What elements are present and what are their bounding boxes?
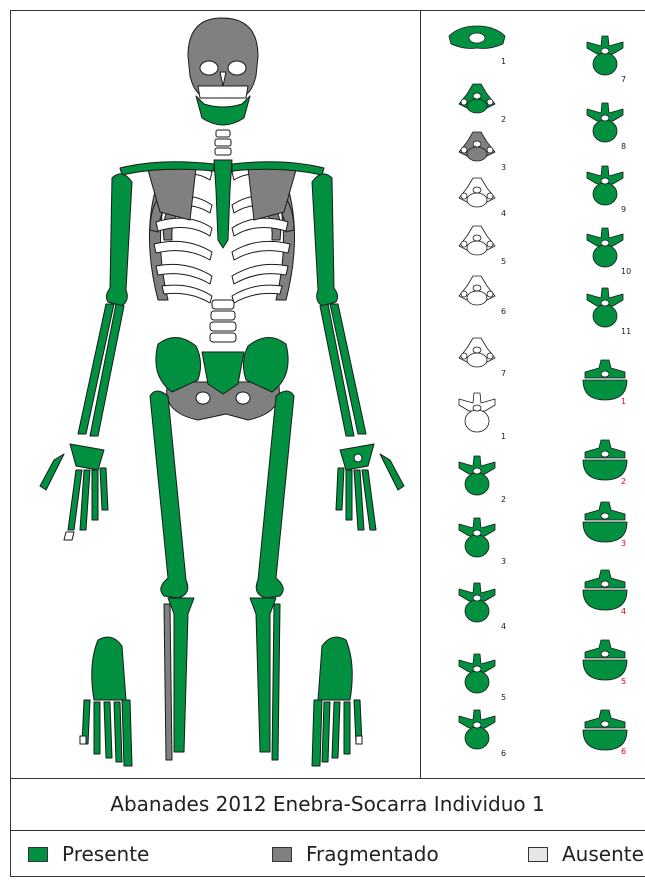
legend-swatch-absent (528, 847, 548, 862)
vertebra-label-col2-3: 9 (621, 205, 626, 214)
vertebra-col2-4 (587, 228, 623, 267)
legend-label-fragment: Fragmentado (306, 842, 439, 866)
mandible (196, 96, 250, 125)
cervical-spine (215, 130, 231, 155)
vertebra-label-col1-11: 4 (501, 622, 506, 631)
legend-item-absent: Ausente (528, 842, 644, 866)
vertebra-col1-9 (459, 456, 495, 495)
vertebra-label-col2-7: 2 (621, 477, 626, 486)
vertebra-label-col2-4: 10 (621, 267, 631, 276)
legend-label-present: Presente (62, 842, 149, 866)
vertebra-label-col1-4: 4 (501, 209, 506, 218)
vertebra-label-col1-6: 6 (501, 307, 506, 316)
vertebra-label-col1-5: 5 (501, 257, 506, 266)
sternum (214, 160, 232, 248)
vertebra-label-col2-2: 8 (621, 142, 626, 151)
vertebra-col1-11 (459, 583, 495, 622)
vertebra-col1-12 (459, 654, 495, 693)
legend-item-present: Presente (28, 842, 149, 866)
vertebra-col2-7 (583, 440, 627, 480)
vertebra-label-col1-9: 2 (501, 495, 506, 504)
figure-title: Abanades 2012 Enebra-Socarra Individuo 1 (110, 792, 544, 816)
vertebra-col2-10 (583, 640, 627, 680)
legend-swatch-present (28, 847, 48, 862)
skull (188, 18, 258, 125)
legend-label-absent: Ausente (562, 842, 644, 866)
foot-left (80, 637, 132, 766)
vertebra-label-col1-8: 1 (501, 432, 506, 441)
vertebra-label-col1-10: 3 (501, 557, 506, 566)
vertebra-col1-2 (459, 84, 495, 113)
vertebra-col2-2 (587, 103, 623, 142)
vertebra-col1-10 (459, 518, 495, 557)
legend-item-fragment: Fragmentado (272, 842, 439, 866)
vertebra-col1-1 (449, 26, 505, 49)
vertebra-label-col1-7: 7 (501, 369, 506, 378)
vertebra-label-col2-5: 11 (621, 327, 631, 336)
hand-right (336, 444, 404, 530)
vertebra-col1-13 (459, 710, 495, 749)
vertebra-col1-3 (459, 132, 495, 161)
caption-row: Abanades 2012 Enebra-Socarra Individuo 1 (10, 778, 645, 830)
vertebra-col2-5 (587, 288, 623, 327)
vertebra-label-col1-12: 5 (501, 693, 506, 702)
vertebra-col2-1 (587, 36, 623, 75)
vertebra-col2-6 (583, 360, 627, 400)
skeleton-diagram (10, 10, 420, 778)
fibula-right (272, 604, 280, 760)
vertebra-col2-9 (583, 570, 627, 610)
vertebra-label-col1-13: 6 (501, 749, 506, 758)
pelvis (156, 337, 288, 420)
vertebra-label-col2-6: 1 (621, 397, 626, 406)
vertebra-label-col2-9: 4 (621, 607, 626, 616)
vertebra-label-col1-1: 1 (501, 57, 506, 66)
fibula-left (164, 604, 172, 760)
vertebra-label-col2-10: 5 (621, 677, 626, 686)
vertebra-col1-8 (459, 393, 495, 432)
legend-swatch-fragment (272, 847, 292, 862)
vertebra-col2-11 (583, 710, 627, 750)
vertebra-col2-3 (587, 166, 623, 205)
vertebra-label-col1-2: 2 (501, 115, 506, 124)
vertebra-label-col2-1: 7 (621, 75, 626, 84)
vertebra-label-col2-11: 6 (621, 747, 626, 756)
vertebra-label-col1-3: 3 (501, 163, 506, 172)
lumbar-spine (210, 300, 236, 342)
vertebra-col1-6 (459, 276, 495, 305)
foot-right (312, 637, 362, 766)
vertebra-col1-4 (459, 178, 495, 207)
humerus-left (106, 174, 132, 306)
femur-right (256, 391, 294, 598)
vertebra-col2-8 (583, 502, 627, 542)
hand-left (40, 444, 108, 540)
vertebra-label-col2-8: 3 (621, 539, 626, 548)
femur-left (150, 391, 188, 598)
humerus-right (312, 174, 338, 306)
vertebra-col1-7 (459, 338, 495, 367)
vertebra-col1-5 (459, 226, 495, 255)
legend: Presente Fragmentado Ausente (10, 830, 645, 880)
